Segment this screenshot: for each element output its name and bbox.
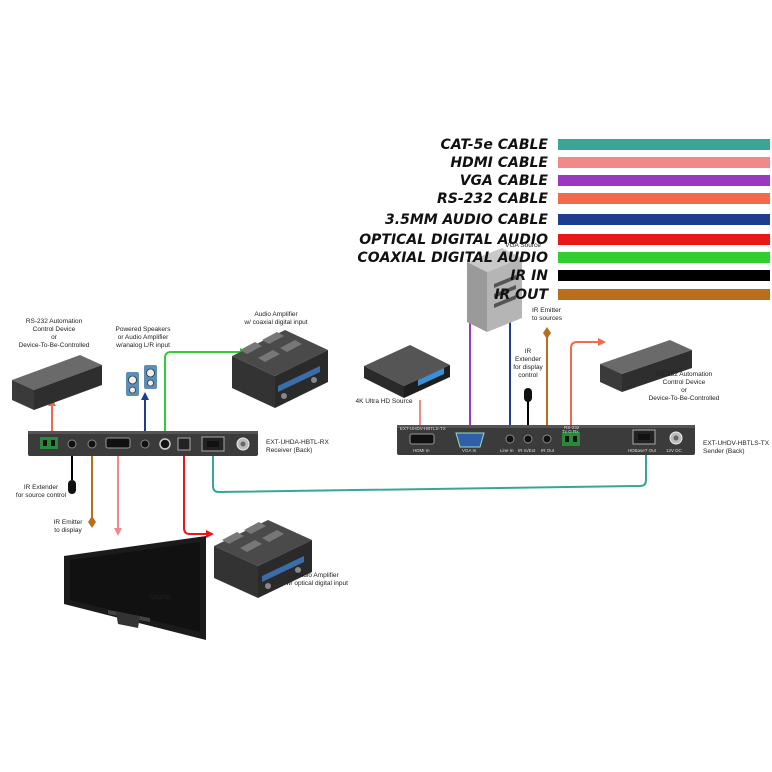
amp-optical-label: Audio Amplifier w/ optical digital input <box>286 572 348 587</box>
hdmi-in-port-label: HDMI In <box>413 448 430 453</box>
receiver-panel <box>28 431 258 456</box>
ir-in-ext-port-label: IR In/Ext <box>518 448 536 453</box>
legend-swatch <box>558 234 770 245</box>
legend-label: IR OUT <box>494 287 548 303</box>
rs232-port-label: RS-232 <box>564 425 580 430</box>
rs232-cable-right <box>570 341 600 430</box>
ir-extender-source-label: IR Extender for source control <box>15 484 67 499</box>
source-4k-icon <box>364 345 450 398</box>
speakers-label: Powered Speakers or Audio Amplifier w/an… <box>115 326 171 349</box>
legend-label: CAT-5e CABLE <box>440 137 548 153</box>
legend-swatch <box>558 289 770 300</box>
amp-optical-icon <box>214 520 312 598</box>
rs232-device-right-icon <box>600 340 692 392</box>
legend-swatch <box>558 214 770 225</box>
rs232-txrx-port-label: Tx G Rx <box>562 429 579 434</box>
vga-source-label: VGA Source <box>505 242 541 249</box>
legend-swatch <box>558 139 770 150</box>
vga-in-port-label: VGA In <box>462 448 477 453</box>
rs232-left-label: RS-232 Automation Control Device or Devi… <box>18 318 90 349</box>
rs232-device-left-icon <box>12 355 102 410</box>
display-label: Display <box>150 594 172 601</box>
line-in-port-label: Line In <box>500 448 514 453</box>
ir-out-port-label: IR Out <box>541 448 555 453</box>
coax-cable <box>164 351 242 438</box>
legend-label: IR IN <box>510 268 548 284</box>
sender-label: EXT-UHDV-HBTLS-TX Sender (Back) <box>703 440 770 455</box>
legend-label: VGA CABLE <box>459 173 548 189</box>
legend-swatch <box>558 175 770 186</box>
sender-panel <box>397 425 695 455</box>
hdbaset-out-port-label: HDBaseT Out <box>628 448 656 453</box>
speakers-icon <box>126 365 157 396</box>
source-4k-label: 4K Ultra HD Source <box>355 398 413 405</box>
ir-extender-display-label: IR Extender for display control <box>513 348 543 379</box>
ir-emitter-display-label: IR Emitter to display <box>53 519 83 534</box>
vga-source-icon <box>467 248 522 332</box>
sender-model-port-label: EXT-UHDV-HBTLS-TX <box>400 426 446 431</box>
legend-label: 3.5MM AUDIO CABLE <box>385 212 548 228</box>
optical-cable <box>183 452 208 535</box>
legend-swatch <box>558 193 770 204</box>
cat5e-cable <box>212 440 647 494</box>
rs232-right-label: RS-232 Automation Control Device or Devi… <box>648 371 720 402</box>
legend-label: COAXIAL DIGITAL AUDIO <box>357 250 548 266</box>
ir-emitter-sources-label: IR Emitter to sources <box>532 307 562 322</box>
amp-coax-icon <box>232 330 328 408</box>
legend-label: HDMI CABLE <box>450 155 548 171</box>
legend-label: RS-232 CABLE <box>436 191 548 207</box>
amp-coax-label: Audio Amplifier w/ coaxial digital input <box>244 311 308 326</box>
legend-label: OPTICAL DIGITAL AUDIO <box>359 232 548 248</box>
legend-swatch <box>558 157 770 168</box>
dc12-port-label: 12V DC <box>666 448 682 453</box>
legend-swatch <box>558 252 770 263</box>
legend-swatch <box>558 270 770 281</box>
receiver-label: EXT-UHDA-HBTL-RX Receiver (Back) <box>266 439 329 454</box>
display-icon <box>64 536 206 640</box>
